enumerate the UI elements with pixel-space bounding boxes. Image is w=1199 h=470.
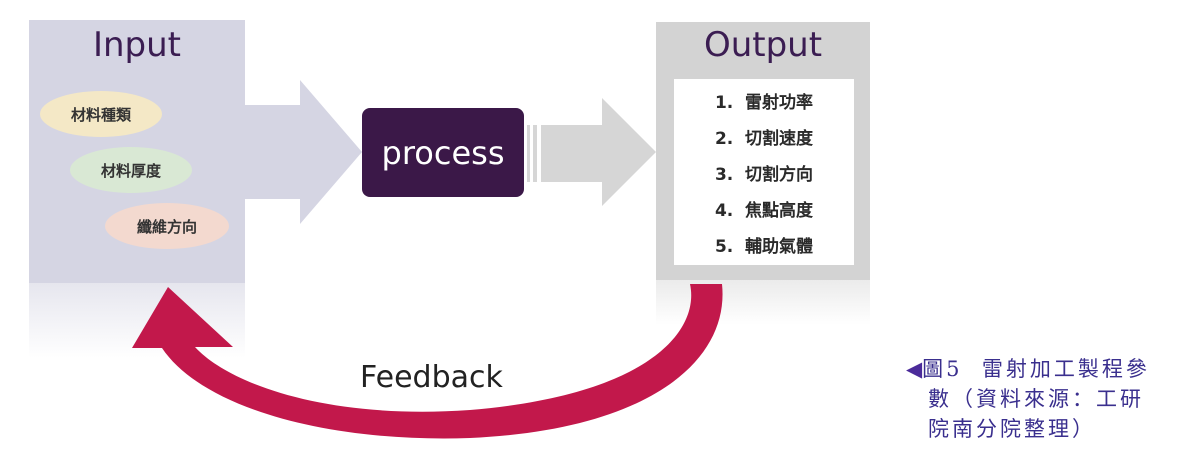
caption-line: 數（資料來源：工研 xyxy=(928,387,1144,411)
caption-text: 圖5 雷射加工製程參 xyxy=(922,357,1150,381)
process-connector-bar xyxy=(527,125,530,182)
output-item: 4. 焦點高度 xyxy=(714,201,814,221)
caption-line: ◀圖5 雷射加工製程參 xyxy=(906,354,1186,384)
input-to-process-arrow xyxy=(245,80,362,224)
input-item-material-thickness: 材料厚度 xyxy=(70,147,192,193)
figure-caption: ◀圖5 雷射加工製程參 數（資料來源：工研 院南分院整理） xyxy=(906,354,1186,444)
process-box: process xyxy=(362,108,524,197)
process-to-output-arrow xyxy=(541,98,656,206)
caption-line: 院南分院整理） xyxy=(928,417,1096,441)
output-item: 1. 雷射功率 xyxy=(714,93,814,113)
output-item: 3. 切割方向 xyxy=(714,165,814,185)
output-item: 2. 切割速度 xyxy=(714,129,814,149)
caption-marker-icon: ◀ xyxy=(906,357,923,381)
feedback-arrow xyxy=(132,284,723,439)
output-title: Output xyxy=(703,25,823,65)
input-title: Input xyxy=(92,25,182,65)
output-item: 5. 輔助氣體 xyxy=(714,237,814,257)
process-connector-bar xyxy=(533,125,537,182)
input-item-fiber-direction: 纖維方向 xyxy=(105,203,229,249)
process-label: process xyxy=(381,133,505,172)
output-list: 1. 雷射功率 2. 切割速度 3. 切割方向 4. 焦點高度 5. 輔助氣體 xyxy=(674,79,854,265)
feedback-label: Feedback xyxy=(360,360,503,395)
input-item-material-type: 材料種類 xyxy=(40,91,162,137)
